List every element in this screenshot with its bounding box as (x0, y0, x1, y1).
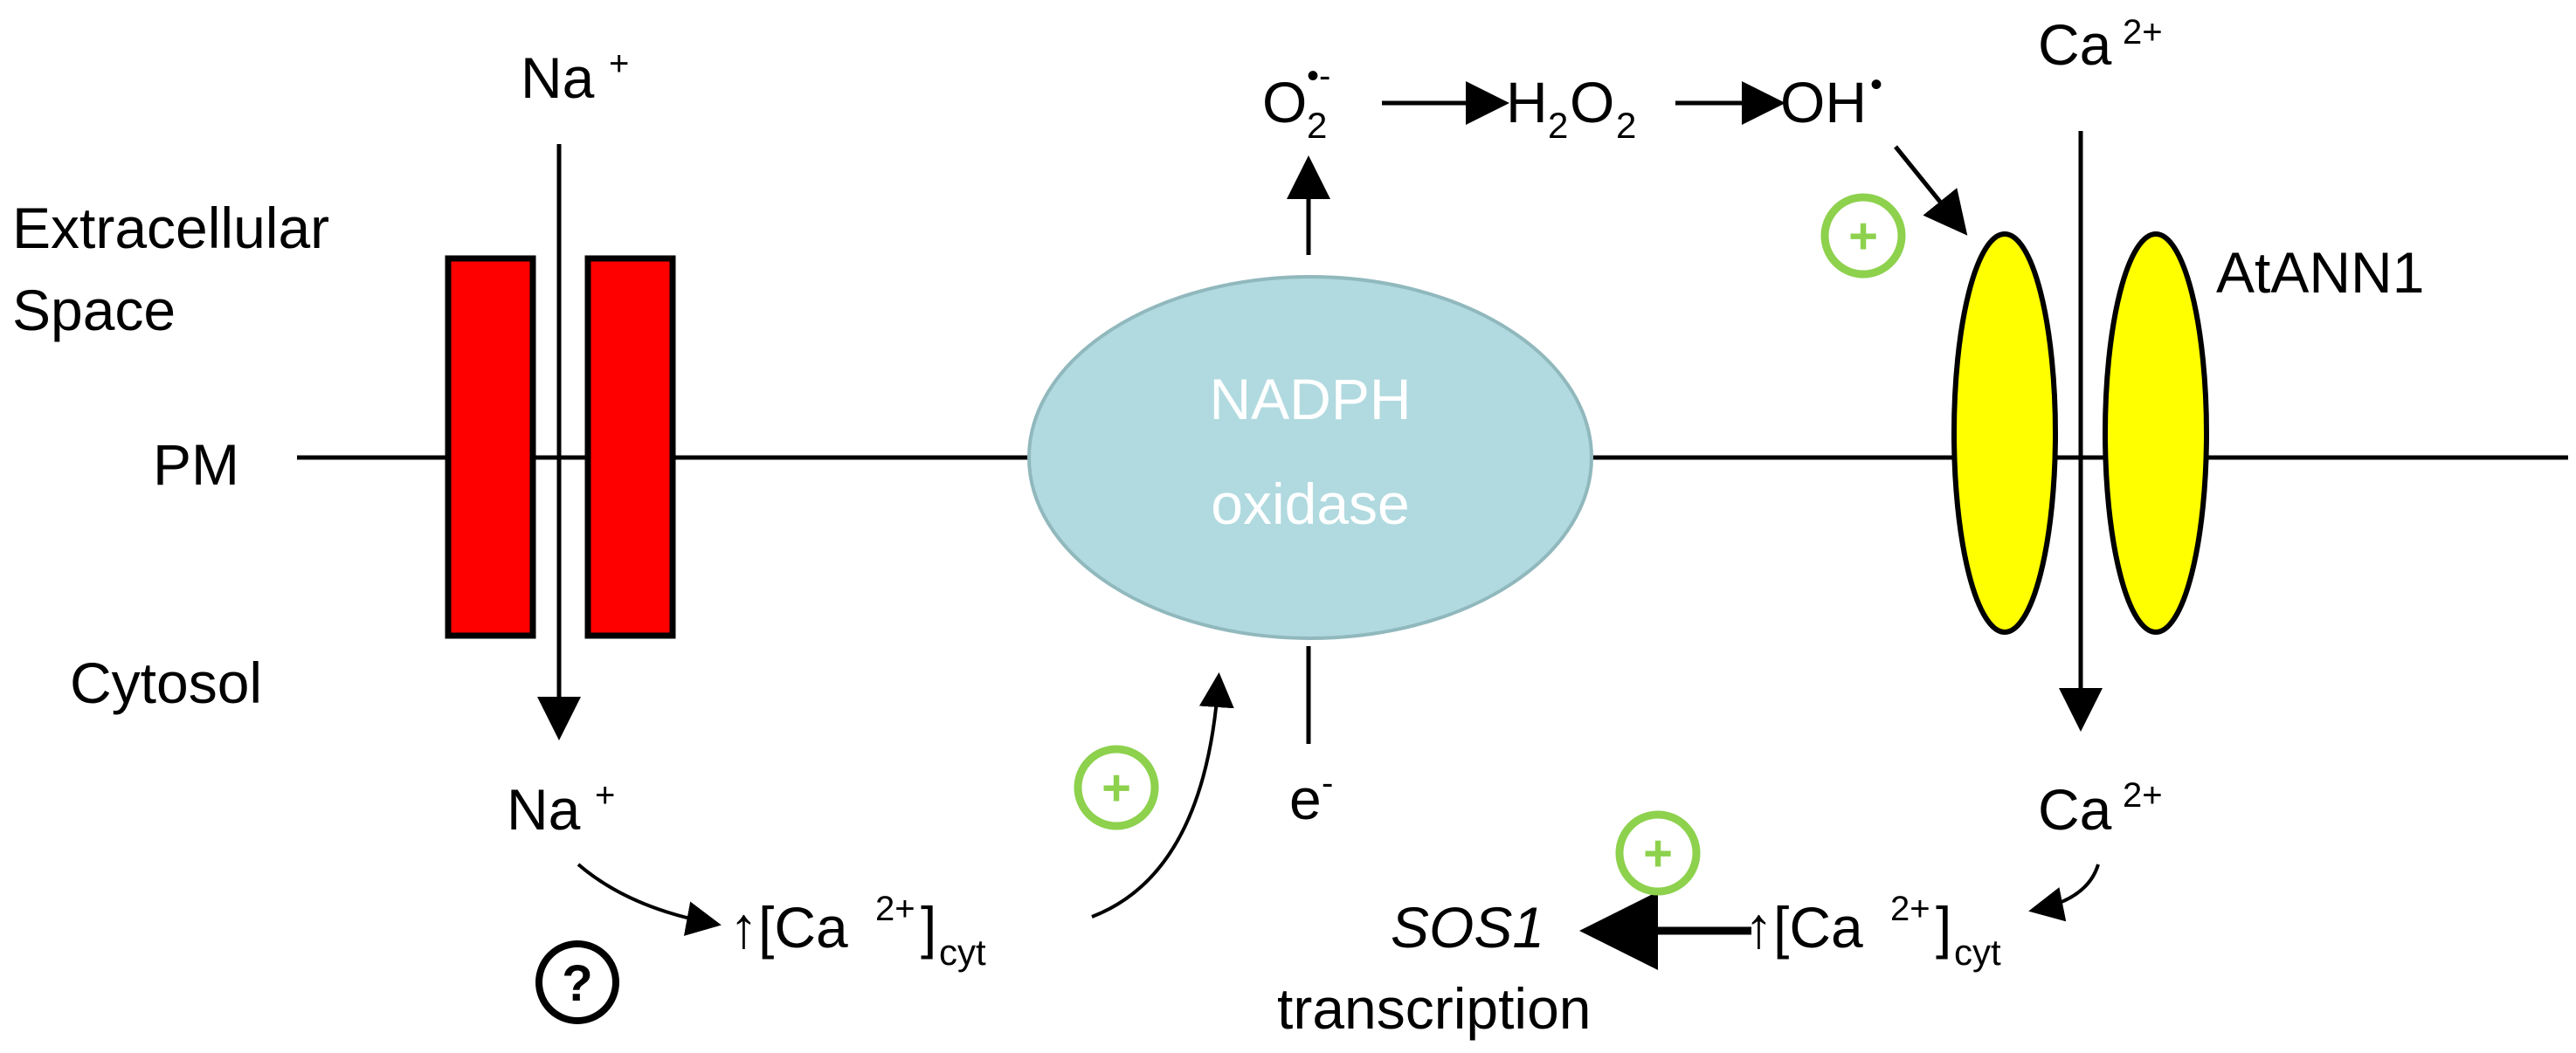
ca-extracellular-label: Ca 2+ (2038, 12, 2163, 77)
svg-text:2: 2 (1307, 105, 1327, 146)
svg-text:O: O (1570, 70, 1614, 134)
svg-text:+: + (1643, 825, 1673, 882)
space-label: Space (12, 278, 176, 342)
sos1-label: SOS1 (1391, 895, 1544, 960)
svg-text:O: O (1262, 70, 1307, 134)
hydrogen-peroxide-label: H 2 O 2 (1506, 70, 1636, 146)
svg-text:•: • (1870, 65, 1882, 104)
superoxide-label: O 2 •- (1262, 57, 1330, 146)
nadph-oxidase-ellipse (1027, 275, 1593, 640)
svg-text:2+: 2+ (2123, 13, 2163, 52)
atann1-left-subunit (1951, 231, 2058, 635)
electron-label: e - (1289, 764, 1333, 831)
svg-text:2: 2 (1548, 105, 1568, 146)
na-to-ca-curved-arrow (577, 863, 722, 936)
svg-text:2+: 2+ (875, 890, 915, 928)
extracellular-label: Extracellular (12, 196, 329, 260)
svg-text:2+: 2+ (2123, 776, 2163, 815)
svg-text:Ca: Ca (2038, 12, 2112, 77)
na-extracellular-label: Na + (521, 45, 629, 110)
atann1-right-subunit (2103, 231, 2209, 635)
svg-text:]: ] (1936, 895, 1951, 960)
svg-text:-: - (1322, 764, 1333, 802)
oxidase-label: oxidase (1211, 471, 1410, 536)
unknown-mechanism-icon: ? (535, 940, 619, 1024)
svg-text:↑[Ca: ↑[Ca (1744, 895, 1863, 960)
nadph-label: NADPH (1209, 367, 1411, 431)
na-channel-left-subunit (445, 255, 536, 639)
positive-regulation-icon-oh: + (1820, 193, 1906, 279)
svg-text:Na: Na (507, 777, 581, 842)
svg-text:Ca: Ca (2038, 777, 2112, 842)
svg-text:2+: 2+ (1890, 890, 1930, 928)
svg-text:+: + (595, 776, 615, 815)
svg-text:cyt: cyt (1954, 932, 2001, 973)
svg-text:]: ] (921, 895, 936, 960)
svg-text:•-: •- (1307, 57, 1330, 95)
cytosolic-calcium-left-label: ↑[Ca 2+ ] cyt (729, 890, 986, 973)
svg-text:↑[Ca: ↑[Ca (729, 895, 848, 960)
svg-text:cyt: cyt (939, 932, 986, 973)
oh-to-atann1-arrow (1894, 145, 1968, 236)
positive-regulation-icon-nadph: + (1074, 745, 1159, 830)
hydroxyl-radical-label: OH • (1780, 65, 1882, 134)
svg-text:+: + (1848, 208, 1878, 265)
svg-text:2: 2 (1616, 105, 1636, 146)
transcription-label: transcription (1277, 976, 1592, 1041)
svg-text:+: + (609, 45, 629, 83)
atann1-label: AtANN1 (2216, 240, 2424, 305)
svg-text:Na: Na (521, 45, 595, 110)
svg-text:OH: OH (1780, 70, 1867, 134)
ca-to-nadph-curved-arrow (1091, 672, 1234, 919)
svg-text:H: H (1506, 70, 1548, 134)
cytosol-label: Cytosol (70, 650, 262, 715)
cytosolic-calcium-right-label: ↑[Ca 2+ ] cyt (1744, 890, 2001, 973)
svg-text:+: + (1102, 760, 1131, 816)
positive-regulation-icon-sos1: + (1615, 810, 1701, 896)
na-cytosol-label: Na + (507, 776, 615, 842)
na-channel-right-subunit (584, 255, 676, 639)
svg-text:e: e (1289, 767, 1322, 831)
pm-label: PM (153, 432, 239, 497)
ca-cytosol-label: Ca 2+ (2038, 776, 2163, 842)
svg-text:?: ? (562, 955, 592, 1012)
ca-to-cyt-curved-arrow (2028, 864, 2100, 922)
